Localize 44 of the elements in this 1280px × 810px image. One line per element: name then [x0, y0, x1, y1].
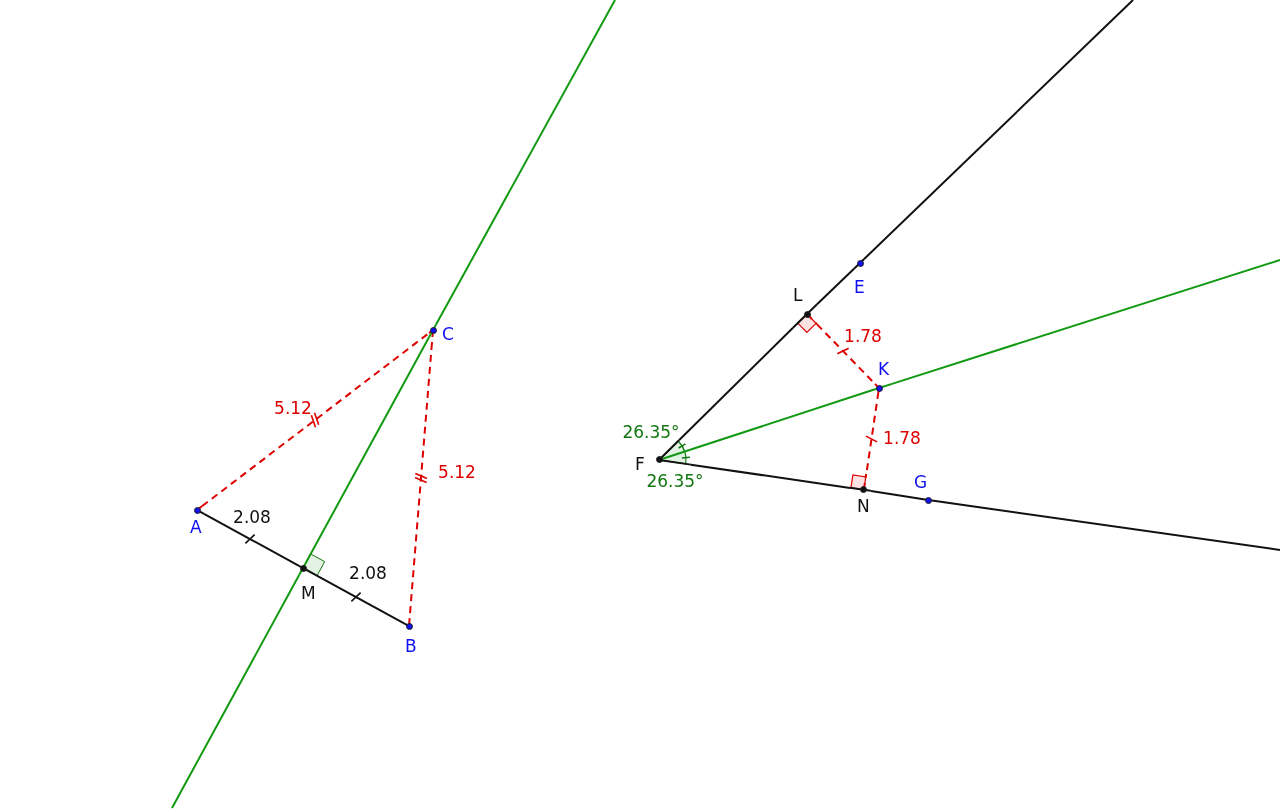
- line-segment: [870, 490, 915, 499]
- line-segment: [314, 573, 406, 625]
- point-label: N: [857, 497, 870, 515]
- line-segment: [689, 463, 852, 489]
- point: [850, 474, 871, 515]
- line-segment: [931, 499, 1280, 551]
- point: [190, 506, 204, 536]
- dashed-line: [201, 332, 430, 507]
- point: [875, 360, 892, 392]
- line-segment: [203, 512, 300, 567]
- point: [854, 259, 868, 296]
- measure-label: 2.08: [349, 564, 387, 582]
- point: [914, 473, 932, 504]
- point-label: M: [301, 584, 316, 602]
- point: [405, 622, 419, 655]
- line-segment: [863, 0, 1134, 260]
- dashed-line: [408, 342, 433, 623]
- angle-label: 26.35°: [646, 472, 704, 490]
- point: [299, 564, 315, 602]
- measure-label: 5.12: [438, 463, 476, 481]
- line-segment: [678, 326, 794, 442]
- point-label: F: [635, 455, 645, 473]
- point-label: K: [878, 360, 890, 378]
- point: [635, 440, 691, 473]
- point-label: L: [793, 286, 803, 304]
- line-segment: [304, 336, 430, 565]
- line-segment: [816, 267, 855, 306]
- point-label: B: [405, 637, 417, 655]
- point-label: C: [442, 325, 454, 343]
- point: [429, 325, 456, 343]
- point-label: G: [914, 473, 928, 491]
- point-label: A: [190, 518, 202, 536]
- measure-label: 5.12: [274, 399, 312, 417]
- dashed-line: [816, 323, 876, 385]
- measure-label: 2.08: [233, 508, 271, 526]
- measure-label: 1.78: [844, 327, 882, 345]
- line-segment: [891, 259, 1280, 385]
- line-segment: [171, 574, 300, 809]
- measure-label: 1.78: [883, 429, 921, 447]
- point-label: E: [854, 278, 865, 296]
- line-segment: [689, 388, 876, 451]
- angle-label: 26.35°: [622, 423, 680, 441]
- point: [793, 286, 818, 334]
- line-segment: [434, 0, 616, 326]
